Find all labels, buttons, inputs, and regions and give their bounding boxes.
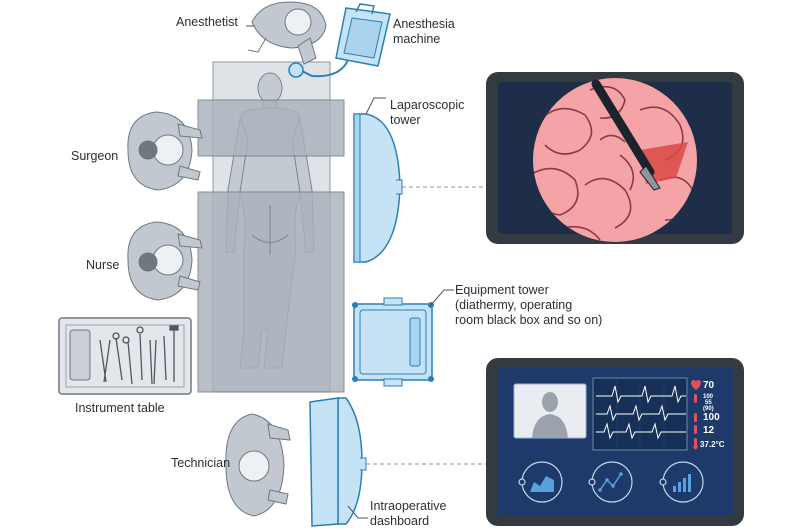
label-laparoscopic-tower-line2: tower (390, 113, 421, 127)
laparoscopic-tower (353, 97, 486, 263)
label-technician: Technician (171, 456, 231, 470)
label-anesthesia-machine-line2: machine (393, 32, 441, 46)
vital-bp-mid: 55 (705, 400, 712, 406)
instrument-table (58, 317, 192, 395)
nurse-figure (127, 221, 203, 301)
anesthetist-figure (247, 1, 327, 65)
label-anesthetist: Anesthetist (176, 15, 238, 29)
label-equipment-tower-line2: (diathermy, operating (455, 298, 573, 312)
anesthesia-machine (288, 3, 391, 78)
line-chart-icon (588, 461, 633, 503)
dashboard-stand (309, 397, 486, 527)
label-equipment-tower: Equipment tower (diathermy, operating ro… (455, 283, 602, 328)
technician-figure (225, 413, 291, 517)
person-icon (532, 392, 568, 438)
vital-bp-top: 100 (703, 394, 714, 400)
label-anesthesia-machine: Anesthesia machine (393, 17, 455, 47)
vital-bp-bottom: (90) (703, 406, 714, 412)
label-laparoscopic-tower: Laparoscopic tower (390, 98, 464, 128)
vital-resp: 12 (703, 425, 715, 436)
thermometer-icon (693, 438, 698, 450)
label-nurse: Nurse (86, 258, 120, 272)
label-surgeon: Surgeon (71, 149, 119, 163)
equipment-tower (352, 289, 454, 387)
heart-icon (691, 380, 701, 390)
label-intraoperative-dashboard-line2: dashboard (370, 514, 430, 528)
label-equipment-tower-line1: Equipment tower (455, 283, 549, 297)
label-instrument-table: Instrument table (75, 401, 165, 415)
vital-heart-rate: 70 (703, 380, 715, 391)
bar-chart-icon (659, 461, 704, 503)
vital-temperature: 37.2°C (700, 440, 725, 449)
vital-oxygen: 100 (703, 412, 720, 423)
label-intraoperative-dashboard: Intraoperative dashboard (370, 499, 446, 529)
label-laparoscopic-tower-line1: Laparoscopic (390, 98, 465, 112)
label-anesthesia-machine-line1: Anesthesia (393, 17, 455, 31)
area-chart-icon (518, 461, 563, 503)
label-equipment-tower-line3: room black box and so on) (455, 313, 603, 327)
laparoscopic-monitor (486, 72, 744, 244)
surgeon-figure (127, 111, 203, 191)
dashboard-monitor (486, 358, 744, 526)
surgical-drape (197, 99, 345, 393)
label-intraoperative-dashboard-line1: Intraoperative (370, 499, 447, 513)
